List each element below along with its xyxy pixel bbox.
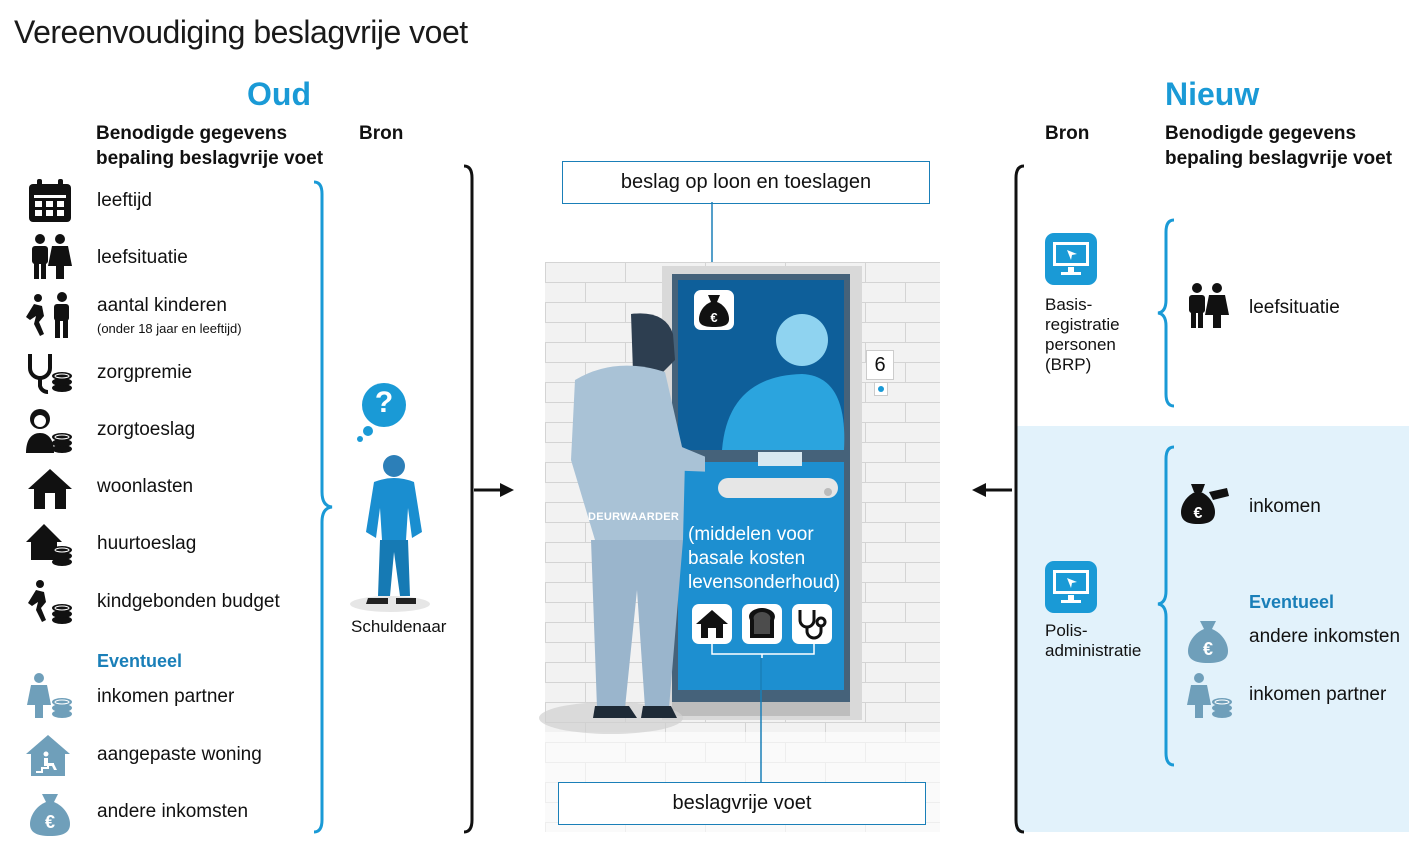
new-source-header: Bron: [1045, 123, 1090, 144]
old-optional-item-label: andere inkomsten: [97, 801, 249, 822]
polis-brace: [1157, 445, 1175, 767]
stethoscope-coins-icon: [24, 350, 72, 398]
old-optional-item-label: aangepaste woning: [97, 744, 262, 765]
old-header: Oud: [247, 76, 311, 112]
svg-text:€: €: [1194, 505, 1203, 522]
couple-icon: [1183, 282, 1231, 330]
new-optional-item-label: andere inkomsten: [1249, 626, 1401, 647]
brp-source-label: Basis- registratie personen (BRP): [1045, 295, 1120, 375]
old-data-header: Benodigde gegevens bepaling beslagvrije …: [96, 121, 323, 171]
old-source-bracket: [463, 164, 474, 834]
old-item-label: aantal kinderen: [97, 295, 227, 316]
stethoscope-icon: [792, 604, 832, 644]
nurse-coins-icon: [24, 407, 72, 455]
old-item-label: leefsituatie: [97, 247, 188, 268]
old-item-label: woonlasten: [97, 476, 194, 497]
new-optional-label: Eventueel: [1249, 592, 1335, 612]
money-bag-door-icon: €: [694, 290, 734, 330]
new-header: Nieuw: [1165, 76, 1260, 112]
money-bag-icon: €: [1184, 617, 1232, 665]
bottom-label-box: beslagvrije voet: [558, 782, 926, 825]
brp-line: registratie: [1045, 315, 1120, 334]
question-mark: ?: [374, 386, 394, 419]
woman-coins-icon: [24, 672, 72, 720]
new-item-label: leefsituatie: [1249, 297, 1340, 318]
svg-text:€: €: [710, 310, 717, 325]
bread-icon: [742, 604, 782, 644]
old-optional-label: Eventueel: [97, 651, 183, 671]
debtor-figure: [350, 455, 430, 612]
house-coins-icon: [24, 520, 72, 568]
calendar-icon: [26, 177, 74, 225]
top-label-box: beslag op loon en toeslagen: [562, 161, 930, 204]
brp-line: (BRP): [1045, 355, 1092, 374]
svg-text:€: €: [1203, 639, 1213, 659]
new-source-bracket: [1014, 164, 1025, 834]
polis-line: administratie: [1045, 641, 1142, 660]
new-data-header-line1: Benodigde gegevens: [1165, 123, 1357, 144]
old-data-header-line2: bepaling beslagvrije voet: [96, 148, 324, 169]
house-number: 6: [866, 350, 894, 380]
old-item-label: zorgtoeslag: [97, 419, 196, 440]
door-text: (middelen voor basale kosten levensonder…: [688, 523, 840, 595]
new-optional-item-label: inkomen partner: [1249, 684, 1387, 705]
old-item-label: huurtoeslag: [97, 533, 197, 554]
new-item-label: inkomen: [1249, 496, 1321, 517]
polis-line: Polis-: [1045, 621, 1088, 640]
bailiff-label: DEURWAARDER: [588, 511, 680, 523]
page-title: Vereenvoudiging beslagvrije voet: [14, 14, 468, 50]
money-bag-icon: €: [26, 790, 74, 838]
question-bubble: ?: [354, 383, 416, 443]
house-icon: [26, 465, 74, 513]
door-text-line1: (middelen voor: [688, 524, 814, 545]
doorbell[interactable]: [874, 382, 888, 396]
brp-line: Basis-: [1045, 295, 1093, 314]
old-item-label: zorgpremie: [97, 362, 193, 383]
old-data-brace: [313, 180, 333, 834]
debtor-source-label: Schuldenaar: [351, 617, 447, 636]
arrow-left-icon: [972, 483, 1012, 497]
computer-icon: [1045, 561, 1097, 613]
old-item-note: (onder 18 jaar en leeftijd): [97, 321, 242, 336]
svg-text:€: €: [45, 812, 55, 832]
child-coins-icon: [24, 578, 72, 626]
computer-icon: [1045, 233, 1097, 285]
new-data-header: Benodigde gegevens bepaling beslagvrije …: [1165, 121, 1392, 171]
polis-source-label: Polis- administratie: [1045, 621, 1141, 661]
brp-brace: [1157, 218, 1175, 408]
running-child-icon: [24, 292, 72, 340]
woman-coins-icon: [1184, 672, 1232, 720]
door-text-line2: basale kosten: [688, 548, 806, 569]
old-data-header-line1: Benodigde gegevens: [96, 123, 288, 144]
old-optional-item-label: inkomen partner: [97, 686, 235, 707]
old-item-label: kindgebonden budget: [97, 591, 280, 612]
old-item-label: leeftijd: [97, 190, 152, 211]
accessible-home-icon: [24, 732, 72, 780]
house-door-icon: [692, 604, 732, 644]
old-source-header: Bron: [359, 123, 404, 144]
arrow-right-icon: [474, 483, 514, 497]
bailiff-figure: [539, 313, 705, 734]
new-data-header-line2: bepaling beslagvrije voet: [1165, 148, 1393, 169]
couple-icon: [26, 233, 74, 281]
door-icons-bracket: [711, 644, 815, 658]
money-bag-tag-icon: €: [1181, 480, 1231, 532]
brp-line: personen: [1045, 335, 1116, 354]
door-text-line3: levensonderhoud): [688, 572, 841, 593]
bottom-connector: [760, 658, 762, 784]
